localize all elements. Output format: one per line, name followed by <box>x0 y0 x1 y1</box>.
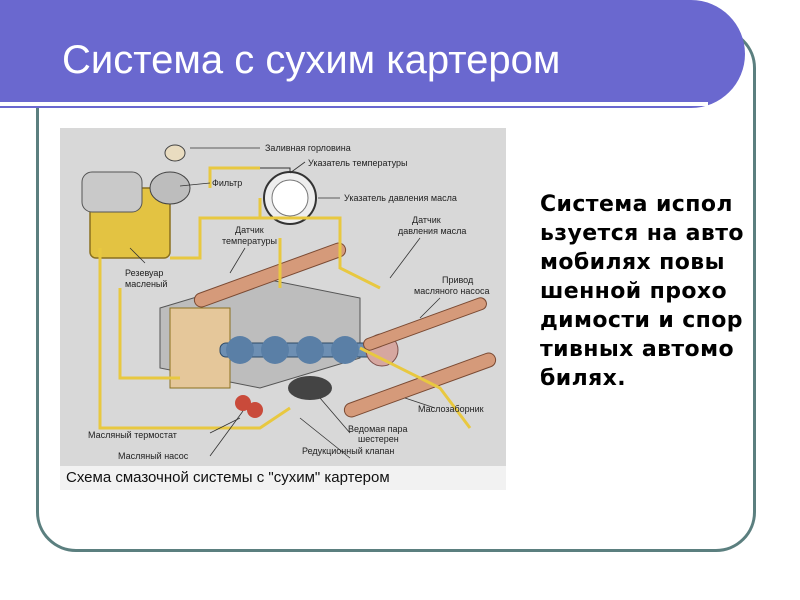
label-oil-intake: Маслозаборник <box>418 404 484 414</box>
label-reservoir: Резевуар <box>125 268 164 278</box>
label-pressure-sensor-2: давления масла <box>398 226 467 236</box>
label-reservoir-2: масленый <box>125 279 168 289</box>
slide-body-text: Система используется на автомобилях повы… <box>540 192 744 391</box>
title-bar <box>0 0 745 108</box>
label-filter: Фильтр <box>212 178 243 188</box>
lubrication-diagram: Заливная горловина Указатель температуры… <box>60 128 506 490</box>
lubrication-diagram-drawing <box>60 128 506 466</box>
label-pump-drive-2: масляного насоса <box>414 286 490 296</box>
label-oil-thermostat: Масляный термостат <box>88 430 177 440</box>
label-temp-gauge: Указатель температуры <box>308 158 408 168</box>
label-reducing-valve: Редукционный клапан <box>302 446 395 456</box>
label-filler-neck: Заливная горловина <box>265 143 351 153</box>
label-driven-gears-2: шестерен <box>358 434 399 444</box>
slide-title: Система с сухим картером <box>62 38 561 82</box>
title-underline <box>0 102 708 106</box>
label-pressure-sensor: Датчик <box>412 215 441 225</box>
label-temp-sensor-2: температуры <box>222 236 278 246</box>
label-temp-sensor: Датчик <box>235 225 264 235</box>
figure-caption: Схема смазочной системы с "сухим" картер… <box>60 466 506 490</box>
label-oil-pressure-gauge: Указатель давления масла <box>344 193 457 203</box>
label-pump-drive: Привод <box>442 275 474 285</box>
label-driven-gears: Ведомая пара <box>348 424 408 434</box>
label-oil-pump: Масляный насос <box>118 451 189 461</box>
